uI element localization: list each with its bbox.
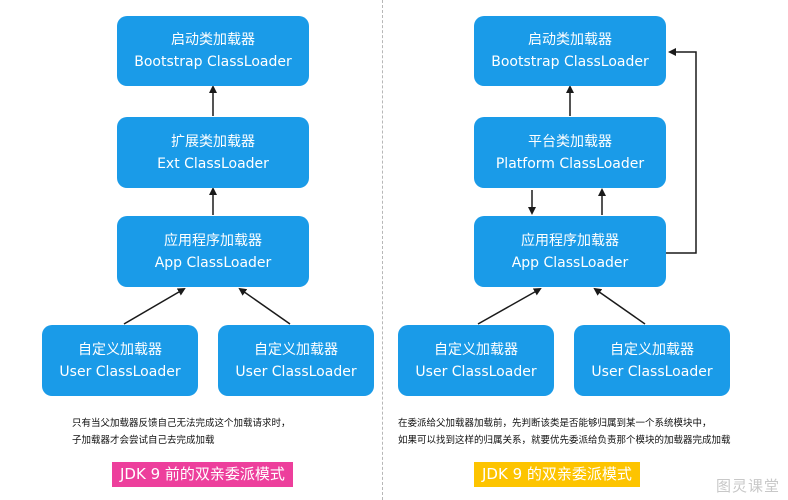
arrow-user2-to-app-right [593, 287, 646, 325]
arrow-user2-to-app [238, 287, 291, 325]
left-user2-cn: 自定义加载器 [254, 341, 338, 358]
left-app-en: App ClassLoader [154, 254, 272, 271]
right-platform-cn: 平台类加载器 [528, 133, 612, 150]
left-app-cn: 应用程序加载器 [164, 232, 262, 249]
left-app-loader-box: 应用程序加载器 App ClassLoader [117, 216, 309, 287]
left-bootstrap-loader-box: 启动类加载器 Bootstrap ClassLoader [117, 16, 309, 86]
right-user-loader-box-1: 自定义加载器 User ClassLoader [398, 325, 554, 396]
left-note-line-2: 子加载器才会尝试自己去完成加载 [72, 435, 215, 446]
right-user2-cn: 自定义加载器 [610, 341, 694, 358]
center-divider [382, 0, 383, 500]
left-user2-en: User ClassLoader [235, 363, 357, 380]
left-ext-en: Ext ClassLoader [157, 155, 269, 172]
right-user1-en: User ClassLoader [415, 363, 537, 380]
right-app-cn: 应用程序加载器 [521, 232, 619, 249]
left-mode-tag: JDK 9 前的双亲委派模式 [112, 462, 293, 487]
watermark-text: 图灵课堂 [715, 477, 780, 495]
right-platform-loader-box: 平台类加载器 Platform ClassLoader [474, 117, 666, 188]
left-ext-cn: 扩展类加载器 [171, 133, 255, 150]
right-note-line-2: 如果可以找到这样的归属关系，就要优先委派给负责那个模块的加载器完成加载 [398, 435, 731, 446]
right-app-loader-box: 应用程序加载器 App ClassLoader [474, 216, 666, 287]
left-ext-loader-box: 扩展类加载器 Ext ClassLoader [117, 117, 309, 188]
right-mode-tag: JDK 9 的双亲委派模式 [474, 462, 640, 487]
left-user1-cn: 自定义加载器 [78, 341, 162, 358]
right-user2-en: User ClassLoader [591, 363, 713, 380]
right-app-en: App ClassLoader [511, 254, 629, 271]
arrow-app-to-bootstrap-bypass [666, 48, 697, 254]
left-bootstrap-cn: 启动类加载器 [171, 32, 255, 48]
left-user-loader-box-2: 自定义加载器 User ClassLoader [218, 325, 374, 396]
left-note: 只有当父加载器反馈自己无法完成这个加载请求时， 子加载器才会尝试自己去完成加载 [72, 415, 291, 449]
left-user-loader-box-1: 自定义加载器 User ClassLoader [42, 325, 198, 396]
right-bootstrap-en: Bootstrap ClassLoader [491, 54, 649, 70]
left-user1-en: User ClassLoader [59, 363, 181, 380]
right-bootstrap-cn: 启动类加载器 [528, 32, 612, 48]
right-user1-cn: 自定义加载器 [434, 341, 518, 358]
left-bootstrap-en: Bootstrap ClassLoader [134, 54, 292, 70]
right-platform-en: Platform ClassLoader [495, 155, 645, 172]
right-note: 在委派给父加载器加载前，先判断该类是否能够归属到某一个系统模块中， 如果可以找到… [398, 415, 731, 449]
left-note-line-1: 只有当父加载器反馈自己无法完成这个加载请求时， [72, 418, 291, 429]
right-note-line-1: 在委派给父加载器加载前，先判断该类是否能够归属到某一个系统模块中， [398, 418, 712, 429]
arrow-user1-to-app [123, 287, 186, 325]
right-bootstrap-loader-box: 启动类加载器 Bootstrap ClassLoader [474, 16, 666, 86]
arrow-user1-to-app-right [477, 288, 542, 325]
right-user-loader-box-2: 自定义加载器 User ClassLoader [574, 325, 730, 396]
